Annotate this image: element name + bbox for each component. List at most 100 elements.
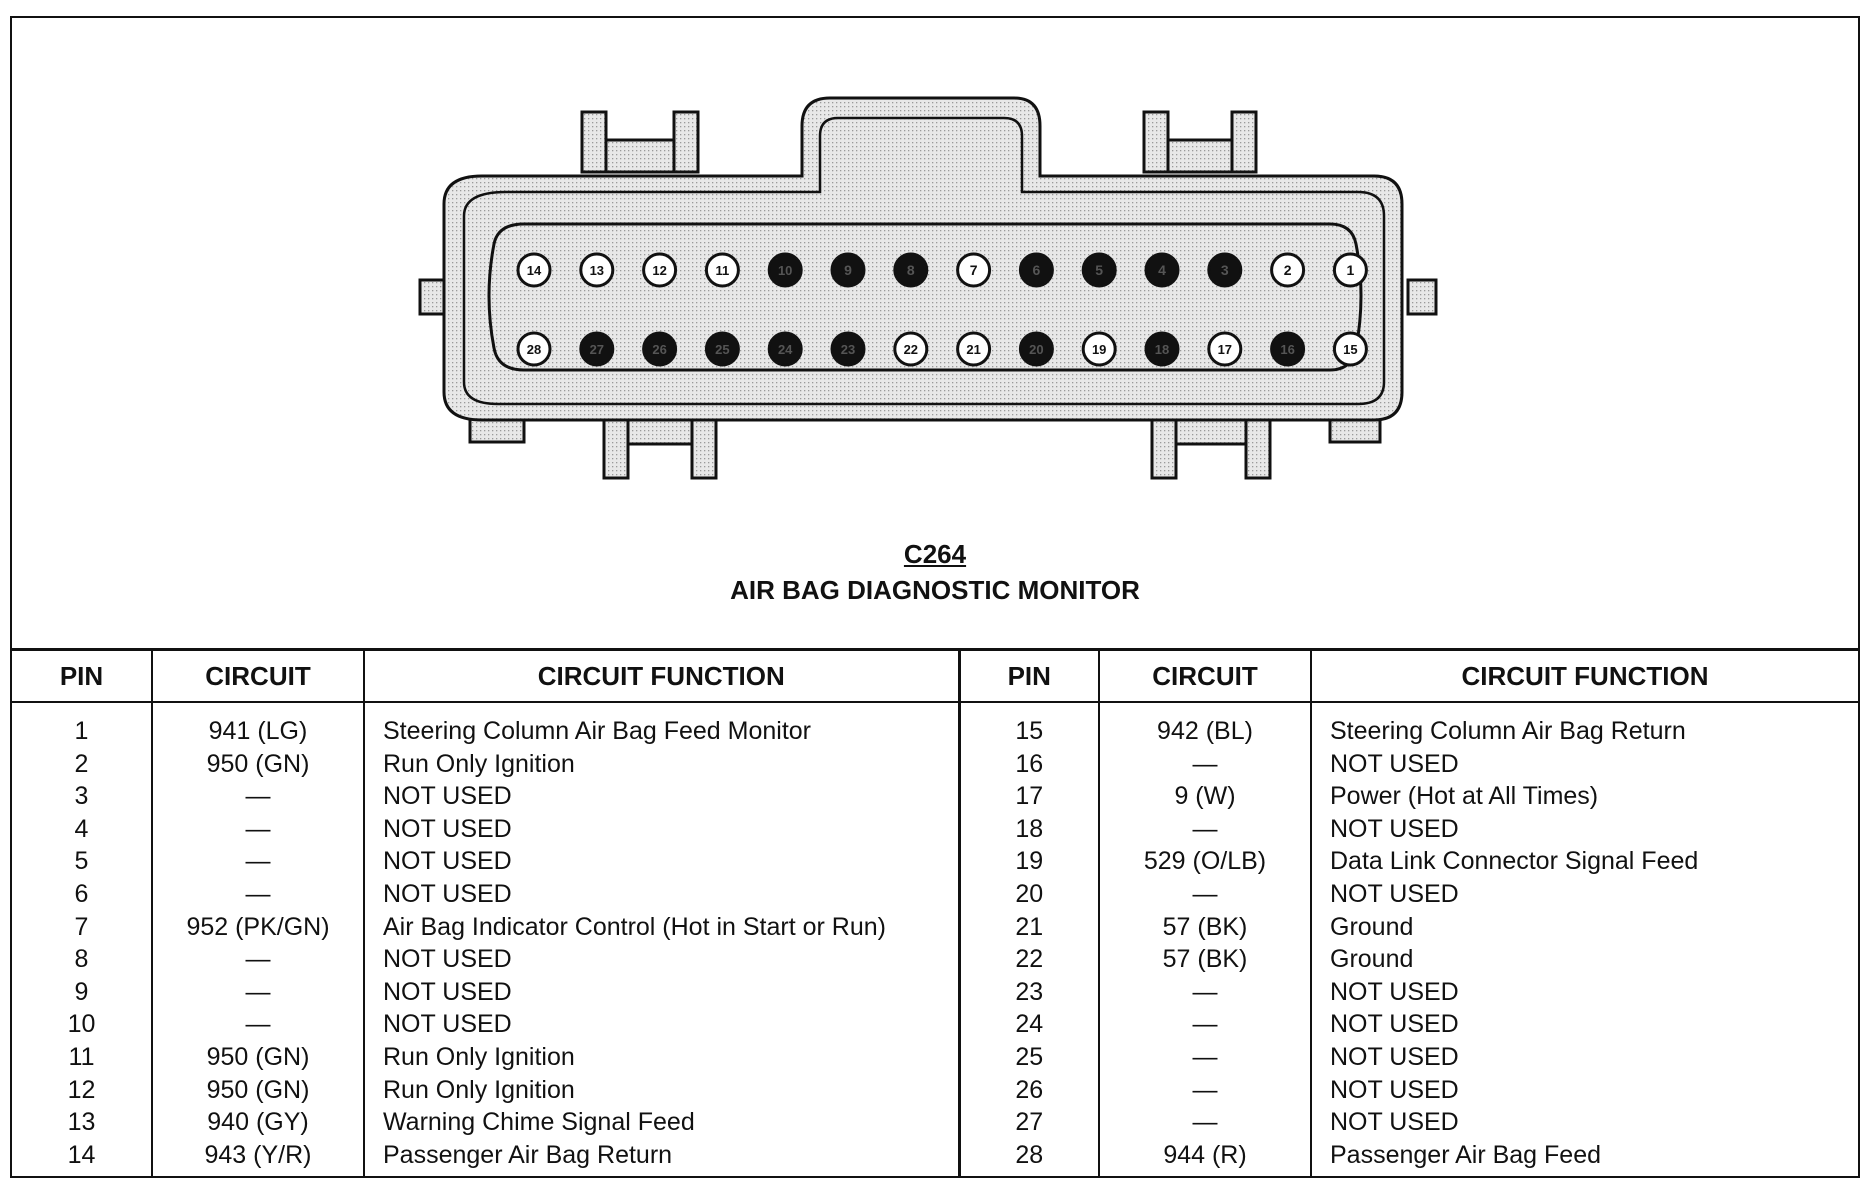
cavity-label: 5 bbox=[1095, 262, 1103, 278]
cavity-circle bbox=[1270, 252, 1306, 288]
circuit-cell: — bbox=[151, 812, 364, 846]
pin-cell: 2 bbox=[74, 749, 89, 778]
pin-cell: 12 bbox=[67, 1075, 96, 1104]
function-cell: Passenger Air Bag Feed bbox=[1310, 1138, 1858, 1178]
pin-cavity-27: 27 bbox=[579, 331, 615, 367]
function-cell: Run Only Ignition bbox=[363, 1073, 959, 1107]
pin-cavity-8: 8 bbox=[893, 252, 929, 288]
pin-cell: 6 bbox=[74, 879, 89, 908]
header-pin-left: PIN bbox=[12, 648, 152, 703]
circuit-cell: — bbox=[1098, 1008, 1311, 1041]
circuit-cell: — bbox=[151, 975, 364, 1009]
circuit-cell: — bbox=[1098, 747, 1311, 781]
latch-tab bbox=[672, 110, 700, 174]
circuit-cell: 943 (Y/R) bbox=[151, 1138, 364, 1178]
function-cell: NOT USED bbox=[1310, 1106, 1858, 1139]
pin-cavity-11: 11 bbox=[704, 252, 740, 288]
pin-table: PIN CIRCUIT CIRCUIT FUNCTION PIN CIRCUIT… bbox=[12, 648, 1858, 1178]
pin-cavity-3: 3 bbox=[1207, 252, 1243, 288]
header-circuit-right: CIRCUIT bbox=[1098, 648, 1311, 703]
pin-cavity-26: 26 bbox=[642, 331, 678, 367]
pin-cell: 10 bbox=[67, 1010, 96, 1039]
cavity-circle bbox=[1332, 331, 1368, 367]
pin-cell: 1 bbox=[74, 717, 89, 745]
cavity-circle bbox=[830, 252, 866, 288]
function-cell: NOT USED bbox=[1310, 747, 1858, 781]
circuit-cell: 529 (O/LB) bbox=[1098, 845, 1311, 878]
latch-tab bbox=[1142, 110, 1170, 174]
pin-cell: 17 bbox=[957, 780, 1099, 813]
header-circuit-left: CIRCUIT bbox=[151, 648, 364, 703]
function-cell: Power (Hot at All Times) bbox=[1310, 780, 1858, 813]
pin-cell: 7 bbox=[74, 912, 89, 941]
function-cell: Passenger Air Bag Return bbox=[363, 1138, 959, 1178]
cavity-label: 16 bbox=[1280, 342, 1294, 357]
pin-cavity-13: 13 bbox=[579, 252, 615, 288]
pin-cavity-23: 23 bbox=[830, 331, 866, 367]
cavity-circle bbox=[893, 331, 929, 367]
connector-caption: C264 AIR BAG DIAGNOSTIC MONITOR bbox=[12, 536, 1858, 608]
header-pin-right: PIN bbox=[957, 648, 1099, 703]
cavity-label: 4 bbox=[1158, 262, 1166, 278]
latch-bridge bbox=[604, 138, 676, 174]
cavity-circle bbox=[1018, 331, 1054, 367]
cavity-label: 28 bbox=[527, 342, 541, 357]
pin-cell: 11 bbox=[68, 1042, 95, 1071]
cavity-label: 26 bbox=[652, 342, 666, 357]
pin-cell: 20 bbox=[957, 877, 1099, 911]
function-cell: NOT USED bbox=[363, 845, 959, 878]
function-cell: Air Bag Indicator Control (Hot in Start … bbox=[363, 910, 959, 944]
circuit-cell: 950 (GN) bbox=[151, 747, 364, 781]
cavity-label: 1 bbox=[1347, 262, 1355, 278]
function-cell: NOT USED bbox=[363, 943, 959, 976]
cavity-label: 15 bbox=[1343, 342, 1357, 357]
circuit-cell: 9 (W) bbox=[1098, 780, 1311, 813]
cavity-circle bbox=[1332, 252, 1368, 288]
pin-cavity-2: 2 bbox=[1270, 252, 1306, 288]
pin-cavity-4: 4 bbox=[1144, 252, 1180, 288]
header-function-right: CIRCUIT FUNCTION bbox=[1310, 648, 1858, 703]
connector-code: C264 bbox=[903, 539, 967, 569]
pin-cavity-25: 25 bbox=[704, 331, 740, 367]
pin-cavity-10: 10 bbox=[767, 252, 803, 288]
pin-cell: 25 bbox=[957, 1040, 1099, 1074]
function-cell: Warning Chime Signal Feed bbox=[363, 1106, 959, 1139]
pin-cavity-24: 24 bbox=[767, 331, 803, 367]
cavity-circle bbox=[830, 331, 866, 367]
cavity-circle bbox=[704, 252, 740, 288]
circuit-cell: — bbox=[1098, 975, 1311, 1009]
pin-cell: 27 bbox=[957, 1106, 1099, 1139]
pin-cell: 5 bbox=[74, 847, 89, 876]
function-cell: NOT USED bbox=[1310, 975, 1858, 1009]
pin-cavity-17: 17 bbox=[1207, 331, 1243, 367]
function-cell: Ground bbox=[1310, 943, 1858, 976]
cavity-label: 2 bbox=[1284, 262, 1292, 278]
pin-cell: 16 bbox=[957, 747, 1099, 781]
pin-cavity-28: 28 bbox=[516, 331, 552, 367]
header-function-left: CIRCUIT FUNCTION bbox=[363, 648, 959, 703]
cavity-circle bbox=[1207, 252, 1243, 288]
pin-cell: 23 bbox=[957, 975, 1099, 1009]
cavity-label: 25 bbox=[715, 342, 729, 357]
circuit-cell: 940 (GY) bbox=[151, 1106, 364, 1139]
latch-tab bbox=[580, 110, 608, 174]
side-ear-right bbox=[1406, 278, 1438, 316]
function-cell: NOT USED bbox=[1310, 1008, 1858, 1041]
pin-cavity-9: 9 bbox=[830, 252, 866, 288]
cavity-label: 11 bbox=[716, 263, 730, 278]
cavity-circle bbox=[1081, 252, 1117, 288]
cavity-circle bbox=[1207, 331, 1243, 367]
pin-cavity-21: 21 bbox=[956, 331, 992, 367]
cavity-circle bbox=[767, 252, 803, 288]
cavity-circle bbox=[1270, 331, 1306, 367]
latch-tab bbox=[1230, 110, 1258, 174]
